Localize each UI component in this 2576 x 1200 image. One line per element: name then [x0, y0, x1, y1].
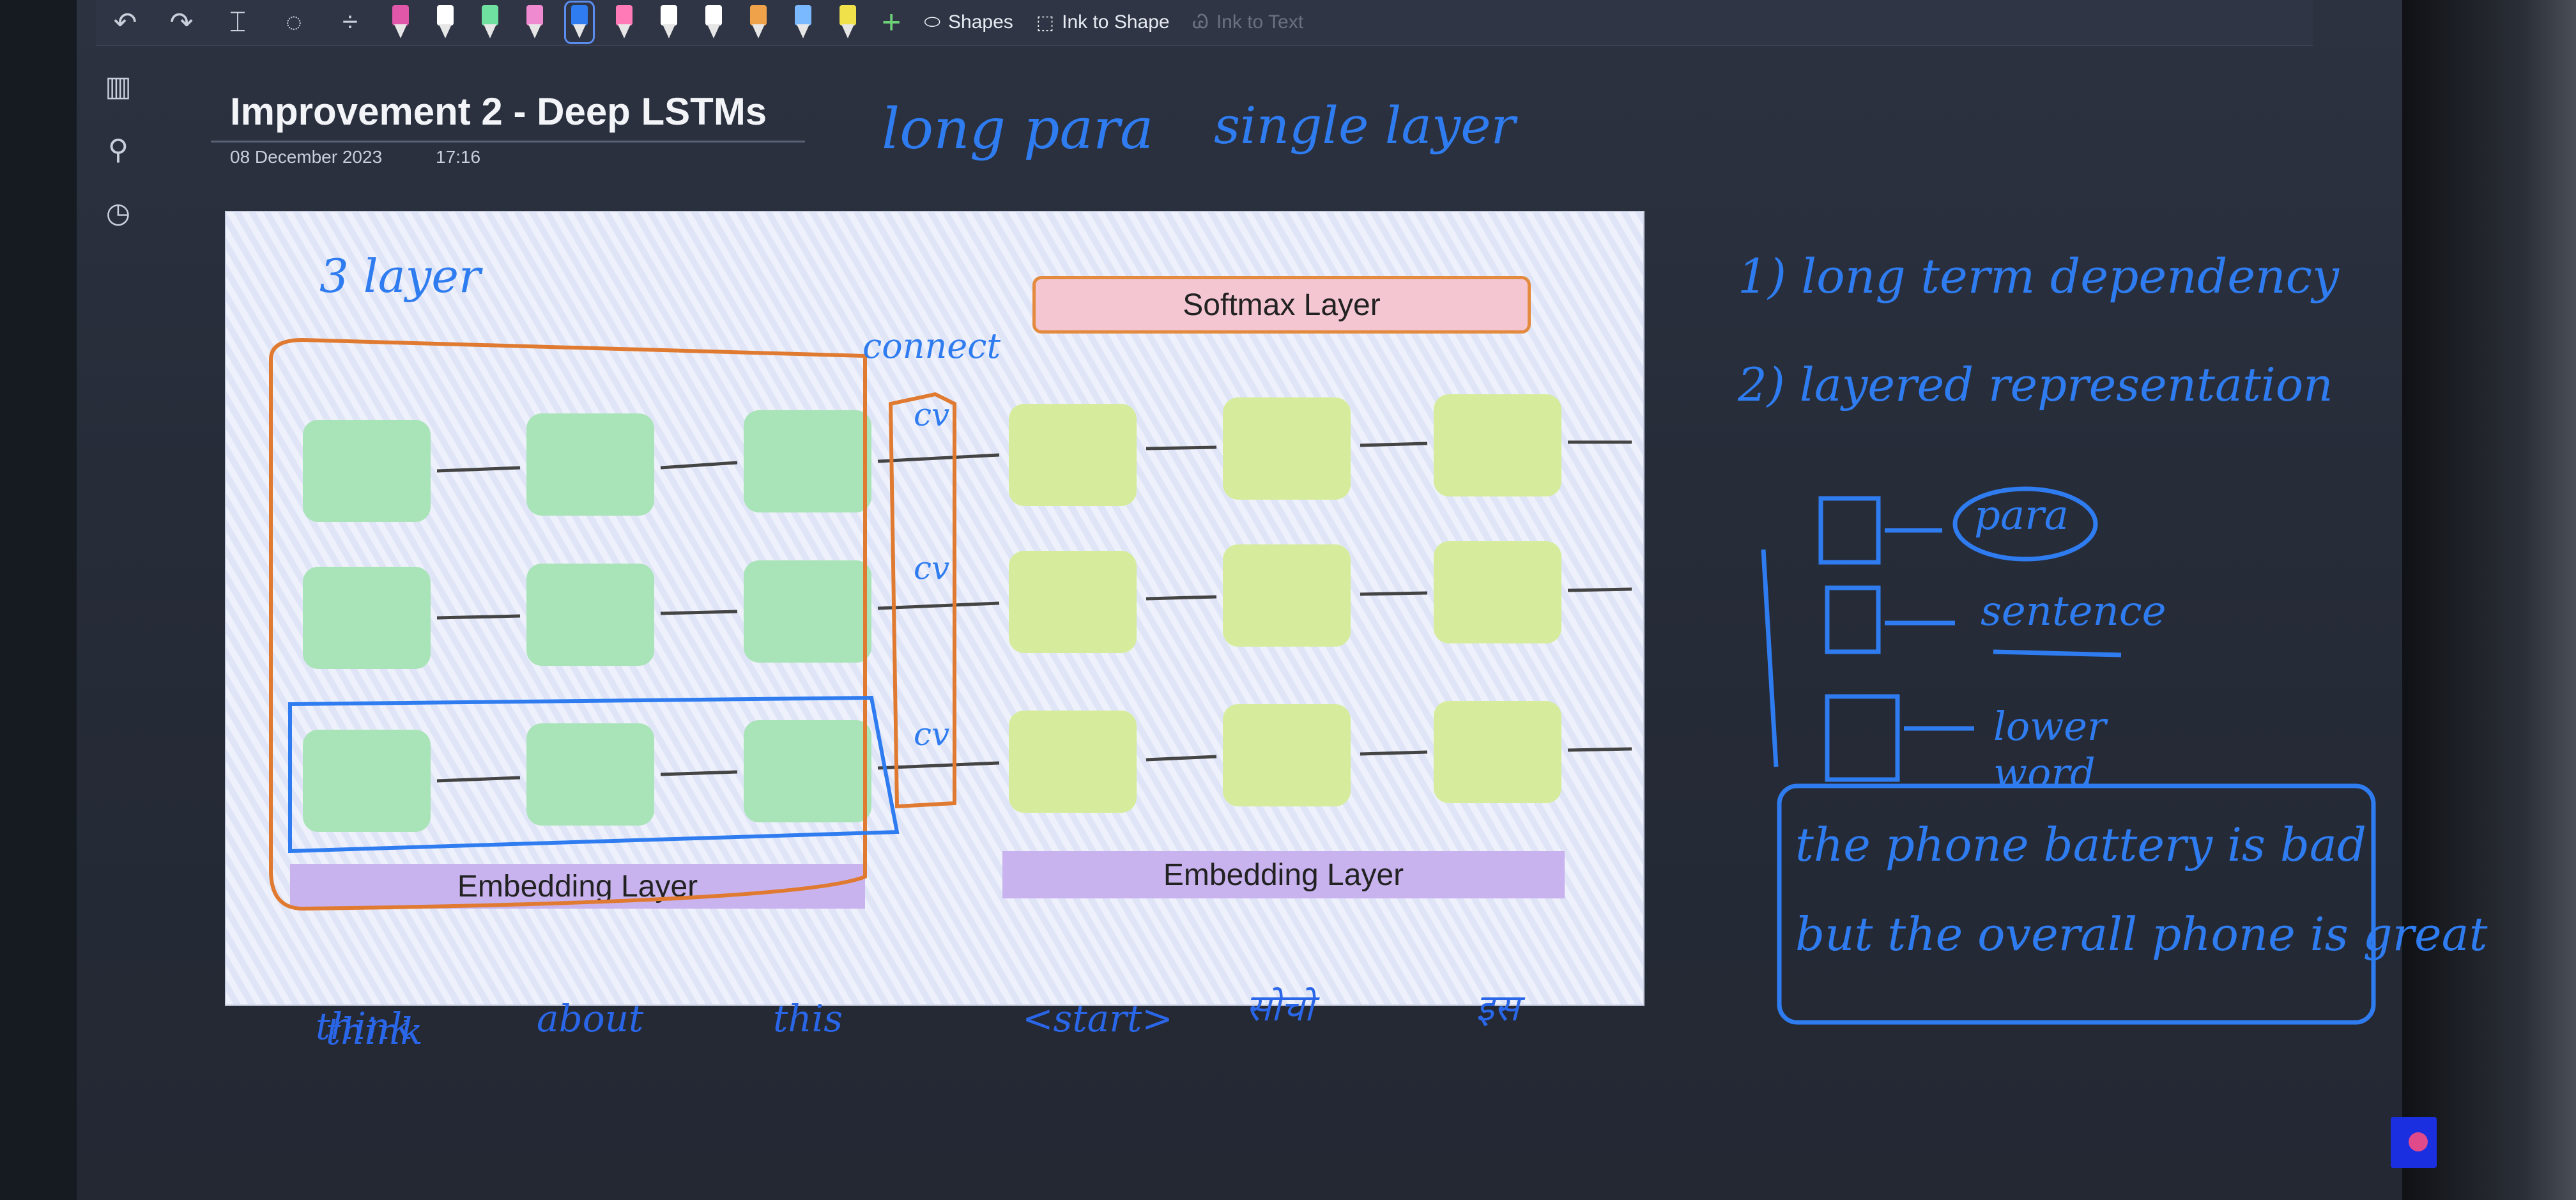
page-time: 17:16: [436, 147, 481, 167]
ink-to-text-icon: Ꮚ: [1192, 12, 1209, 33]
output-word: इस: [1476, 986, 1519, 1029]
pen-white-2[interactable]: [658, 5, 680, 40]
decoder-cell: [1223, 704, 1351, 806]
input-word: think: [326, 1010, 423, 1053]
decoder-cell: [1434, 394, 1561, 496]
decoder-cell: [1009, 404, 1137, 506]
pen-pink[interactable]: [390, 5, 411, 40]
undo-icon[interactable]: ↶: [113, 6, 137, 38]
input-word: think: [316, 1004, 413, 1048]
encoder-cell: [526, 564, 654, 666]
encoder-cell: [744, 410, 871, 512]
ink-to-shape-icon: ⬚: [1036, 12, 1055, 33]
embedding-layer-decoder: Embedding Layer: [1002, 851, 1565, 898]
lstm-diagram-image: Softmax Layer Embedding Layer Embedding …: [225, 211, 1644, 1048]
search-icon[interactable]: ⚲: [107, 134, 129, 165]
embedding-layer-encoder: Embedding Layer: [290, 864, 865, 909]
note-3-layer: 3 layer: [319, 249, 481, 303]
page-date: 08 December 2023: [230, 147, 383, 167]
recent-icon[interactable]: ◷: [105, 197, 131, 229]
draw-toolbar: ↶ ↷ ⌶ ◌ ÷ + ⬭ Shapes ⬚ Ink to Shape Ꮚ In…: [96, 0, 2313, 46]
note-cv-3: cv: [914, 716, 950, 753]
pen-yellow[interactable]: [837, 5, 859, 40]
pen-orange[interactable]: [747, 5, 769, 40]
note-cv-2: cv: [914, 550, 950, 587]
note-single-layer: single layer: [1214, 96, 1515, 155]
diagram-arrows: [269, 337, 1632, 911]
input-word: this: [773, 997, 843, 1040]
redo-icon[interactable]: ↷: [169, 6, 194, 38]
encoder-cell: [526, 413, 654, 516]
pen-pink-3[interactable]: [613, 5, 635, 40]
decoder-cell: [1434, 541, 1561, 643]
pen-white-3[interactable]: [703, 5, 724, 40]
note-point-1: 1) long term dependency: [1738, 249, 2339, 304]
note-cv-1: cv: [914, 396, 950, 433]
decoder-cell: [1009, 711, 1137, 813]
ink-to-text-button[interactable]: Ꮚ Ink to Text: [1192, 12, 1304, 33]
encoder-cell: [303, 730, 431, 832]
lasso-icon[interactable]: ◌: [285, 6, 303, 38]
note-point-2: 2) layered representation: [1738, 358, 2333, 412]
insert-space-icon[interactable]: ÷: [342, 6, 358, 38]
pen-white-1[interactable]: [434, 5, 456, 40]
encoder-cell: [744, 560, 871, 663]
notebooks-icon[interactable]: ▥: [105, 71, 132, 102]
label-para: para: [1974, 492, 2069, 539]
decoder-cell: [1223, 544, 1351, 647]
title-underline: [211, 141, 805, 142]
encoder-cell: [744, 720, 871, 822]
decoder-cell: [1434, 701, 1561, 803]
encoder-cell: [526, 723, 654, 826]
encoder-cell: [303, 567, 431, 669]
note-connect: connect: [862, 326, 1001, 366]
pen-pink-2[interactable]: [524, 5, 546, 40]
shapes-button[interactable]: ⬭ Shapes: [924, 12, 1013, 33]
ink-to-shape-button[interactable]: ⬚ Ink to Shape: [1036, 12, 1170, 33]
encoder-cell: [303, 420, 431, 522]
note-long-para: long para: [882, 96, 1154, 162]
pen-green[interactable]: [479, 5, 501, 40]
nav-rail: ▥ ⚲ ◷: [96, 70, 141, 229]
decoder-cell: [1009, 551, 1137, 653]
label-lower-word: lower word: [1993, 703, 2106, 796]
shapes-icon: ⬭: [924, 12, 940, 33]
example-line-2: but the overall phone is great: [1795, 907, 2488, 961]
pen-lightblue[interactable]: [792, 5, 814, 40]
page-title[interactable]: Improvement 2 - Deep LSTMs: [230, 90, 767, 133]
label-sentence: sentence: [1981, 588, 2166, 635]
type-select-icon[interactable]: ⌶: [229, 6, 247, 38]
pen-blue[interactable]: [564, 1, 595, 44]
example-line-1: the phone battery is bad: [1795, 818, 2366, 872]
output-word: सोचो: [1246, 986, 1314, 1029]
output-word: <start>: [1022, 997, 1173, 1040]
decoder-cell: [1223, 397, 1351, 500]
input-word: about: [537, 997, 644, 1040]
softmax-layer: Softmax Layer: [1032, 276, 1531, 334]
desk-background: [2402, 0, 2576, 1200]
add-pen-icon[interactable]: +: [882, 4, 901, 41]
corner-app-badge-icon: [2391, 1117, 2437, 1168]
